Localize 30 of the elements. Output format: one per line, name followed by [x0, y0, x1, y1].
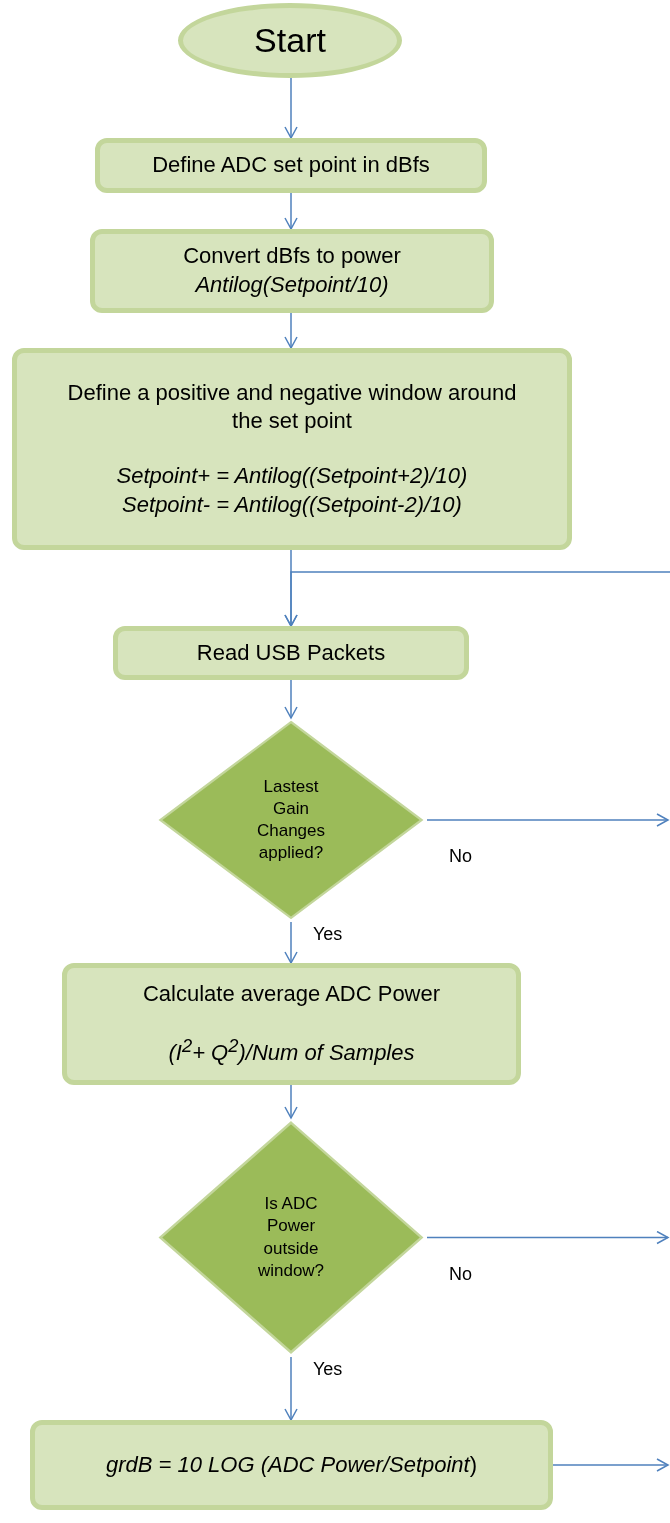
arrow: [284, 1356, 298, 1421]
arrow: [284, 77, 298, 139]
node-text: Define ADC set point in dBfs: [152, 151, 430, 180]
arrow: [284, 1084, 298, 1119]
process-box: [113, 626, 469, 680]
arrow: [284, 312, 298, 349]
node-text: Define a positive and negative window around the set point: [66, 378, 518, 436]
process-box: [30, 1420, 553, 1510]
node-text: Calculate average ADC Power: [142, 979, 441, 1008]
node-text: Setpoint- = Antilog((Setpoint-2)/10): [122, 490, 462, 519]
arrow: [426, 813, 669, 827]
process-box: [12, 348, 572, 550]
arrow: [552, 1458, 669, 1472]
process-box: [62, 963, 521, 1085]
arrow: [284, 679, 298, 719]
node-text: Convert dBfs to power: [183, 242, 401, 271]
arrow: [284, 192, 298, 230]
node-text: Read USB Packets: [196, 638, 386, 667]
process-box: [95, 138, 487, 193]
process-box: [90, 229, 494, 313]
arrow: [284, 571, 670, 627]
arrow: [284, 921, 298, 964]
node-text: Is ADC Power outside window?: [256, 1193, 326, 1282]
node-text: Setpoint+ = Antilog((Setpoint+2)/10): [116, 462, 468, 490]
node-text: Lastest Gain Changes applied?: [255, 775, 327, 865]
node-text: grdB = 10 LOG (ADC Power/Setpoint): [105, 1450, 478, 1479]
node-text: Antilog(Setpoint/10): [195, 271, 389, 299]
arrow: [426, 1230, 669, 1245]
node-text: Start: [254, 20, 326, 62]
node-text: (I$^{2}$+ Q$^{2}$)/Num of Samples: [168, 1034, 415, 1068]
